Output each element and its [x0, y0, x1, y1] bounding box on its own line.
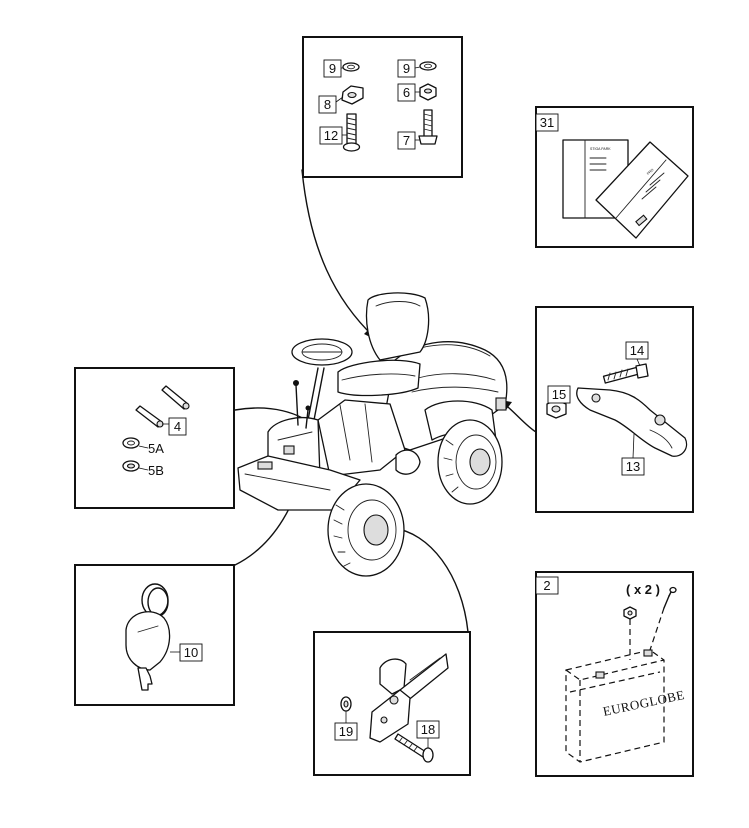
manual-cover-title: STIGA PARK: [590, 147, 611, 151]
manuals-panel: 31 STIGA PARK PRO: [535, 106, 694, 248]
manual-cover-subtitle: PRO: [646, 168, 655, 176]
fasteners-panel: 9 8 12 9 6 7: [302, 36, 463, 178]
battery-quantity-label: ( x 2 ): [626, 582, 660, 597]
callout-15: 15: [552, 387, 566, 402]
callout-5b: 5B: [148, 463, 164, 478]
callout-4: 4: [174, 419, 181, 434]
connector-axle-to-wheel: [391, 527, 469, 633]
callout-6: 6: [403, 85, 410, 100]
callout-13: 13: [626, 459, 640, 474]
callout-2: 2: [543, 578, 550, 593]
callout-5a: 5A: [148, 441, 164, 456]
callout-9: 9: [329, 61, 336, 76]
axle-panel: 19 18: [313, 631, 471, 776]
callout-31: 31: [540, 115, 554, 130]
connector-fasteners-to-seat: [301, 169, 376, 339]
garden-tractor-illustration: [237, 292, 508, 577]
callout-8: 8: [324, 97, 331, 112]
pins-panel: 4 5A 5B: [74, 367, 235, 509]
callout-14: 14: [630, 343, 644, 358]
battery-panel: 2 ( x 2 ) EUROGLOBE: [535, 571, 694, 777]
callout-19: 19: [339, 724, 353, 739]
callout-18: 18: [421, 722, 435, 737]
callout-7: 7: [403, 133, 410, 148]
callout-12: 12: [324, 128, 338, 143]
callout-9: 9: [403, 61, 410, 76]
key-panel: 10: [74, 564, 235, 706]
bracket-panel: 14 15 13: [535, 306, 694, 513]
callout-10: 10: [184, 645, 198, 660]
